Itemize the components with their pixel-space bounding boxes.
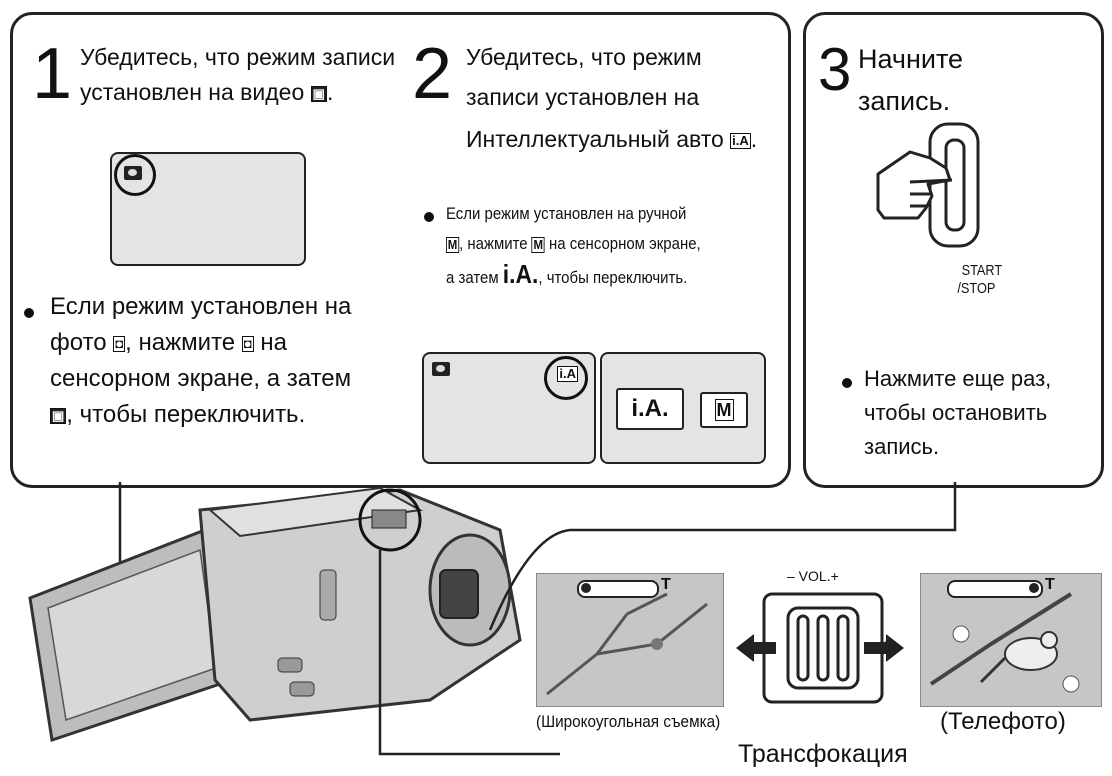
bird-icon <box>929 592 1080 693</box>
start-label: START <box>961 262 1003 279</box>
stop-label: /STOP <box>957 280 996 297</box>
camcorder-illustration <box>28 482 560 756</box>
step3-panel <box>803 12 1104 488</box>
zoom-slider-wide-t: T <box>661 576 671 593</box>
intelligent-auto-button[interactable]: i.A. <box>616 388 684 430</box>
step1-lcd-screen <box>110 152 306 266</box>
step2-bullet-press: , нажмите <box>459 234 528 253</box>
step1-bullet <box>24 308 34 318</box>
telephoto-photo: T <box>920 573 1102 707</box>
step3-bullet-line1: Нажмите еще раз, <box>864 366 1052 391</box>
step1-bullet-switch: , чтобы переключить. <box>66 401 306 428</box>
step3-bullet-line3: запись. <box>864 434 940 459</box>
step2-number: 2 <box>412 34 453 114</box>
zoom-caption: Трансфокация <box>738 740 908 768</box>
highlight-circle-2 <box>544 356 588 400</box>
step2-instruction-line3: Интеллектуальный авто i.A. <box>466 126 758 152</box>
zoom-lever-illustration[interactable] <box>734 590 906 708</box>
start-stop-button-illustration <box>876 122 980 248</box>
manual-mode-icon-2: M <box>531 236 545 253</box>
step3-bullet-line2: чтобы остановить <box>864 400 1048 425</box>
manual-mode-icon: M <box>446 236 460 253</box>
step1-bullet-line2: фото ◘, нажмите ◘ на <box>50 326 287 360</box>
video-mode-icon-2: ▣ <box>50 407 67 424</box>
vol-label: – VOL.+ <box>787 568 839 584</box>
step1-number: 1 <box>32 34 73 114</box>
step3-instruction-line1: Начните <box>858 44 964 74</box>
manual-mode-button[interactable]: M <box>700 392 748 428</box>
zoom-slider-wide <box>577 580 659 598</box>
step1-instruction-line2-text: установлен на видео <box>80 79 305 105</box>
step3-bullet <box>842 378 852 388</box>
step1-bullet-line3: сенсорном экране, а затем <box>50 365 352 392</box>
step1-bullet-line1: Если режим установлен на <box>50 293 352 320</box>
step2-bullet-line3: а затем i.A., чтобы переключить. <box>446 260 687 292</box>
step3-instruction-line2: запись. <box>858 86 951 116</box>
step2-bullet <box>424 212 434 222</box>
intelligent-auto-icon: i.A <box>730 132 751 149</box>
photo-mode-icon: ◘ <box>113 335 126 352</box>
step1-bullet-photo-word: фото <box>50 329 107 356</box>
step2-instruction-line2: записи установлен на <box>466 84 700 110</box>
step1-instruction-line1: Убедитесь, что режим записи <box>80 44 396 70</box>
step2-instruction-line3-text: Интеллектуальный авто <box>466 126 724 152</box>
step2-bullet-touchscreen: на сенсорном экране, <box>549 234 701 253</box>
step2-bullet-switch: , чтобы переключить. <box>538 268 688 287</box>
step2-lcd-screen-right: i.A. M <box>600 352 766 464</box>
zoom-slider-tele <box>947 580 1043 598</box>
highlight-circle <box>114 154 156 196</box>
step2-instruction-line1: Убедитесь, что режим <box>466 44 702 70</box>
step2-bullet-line2: M, нажмите M на сенсорном экране, <box>446 230 701 258</box>
zoom-slider-tele-t: T <box>1045 576 1055 593</box>
tele-caption: (Телефото) <box>940 708 1066 735</box>
step1-instruction-line2: установлен на видео ▣. <box>80 79 334 105</box>
wide-caption: (Широкоугольная съемка) <box>536 712 721 731</box>
step2-bullet-then: а затем <box>446 268 499 287</box>
step1-bullet-line4: ▣, чтобы переключить. <box>50 398 305 432</box>
step2-lcd-screen-left: i.A <box>422 352 596 464</box>
step2-bullet-ia-bold: i.A. <box>502 259 539 289</box>
branch-icon <box>546 592 708 696</box>
video-mode-icon: ▣ <box>310 85 327 102</box>
wide-angle-photo: T <box>536 573 724 707</box>
photo-mode-icon-2: ◘ <box>241 335 254 352</box>
lens-leader-line <box>488 482 957 631</box>
video-camera-icon-2 <box>432 362 450 376</box>
step2-bullet-line1: Если режим установлен на ручной <box>446 204 687 223</box>
step3-number: 3 <box>818 36 852 103</box>
manual-button-label: M <box>714 398 734 421</box>
step1-bullet-press: , нажмите <box>125 329 236 356</box>
step1-bullet-on: на <box>260 329 287 356</box>
